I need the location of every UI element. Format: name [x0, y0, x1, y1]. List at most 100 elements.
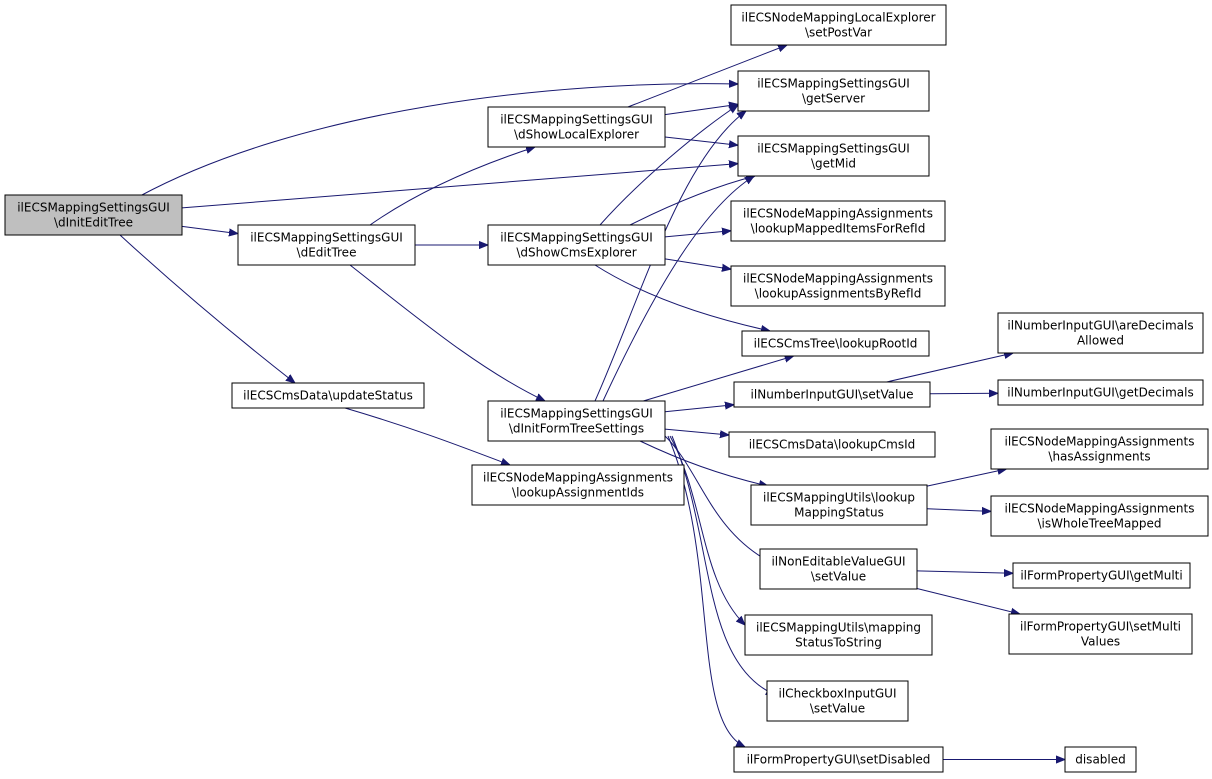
edge-nonEditSetValue-to-getMulti	[916, 571, 1013, 573]
node-label: \dShowLocalExplorer	[514, 128, 639, 142]
node-label: ilECSCmsData\updateStatus	[243, 389, 413, 403]
node-label: ilCheckboxInputGUI	[779, 687, 897, 701]
node-label: ilECSNodeMappingAssignments	[743, 207, 933, 221]
node-lookupMapped[interactable]: ilECSNodeMappingAssignments\lookupMapped…	[730, 200, 946, 242]
node-box	[487, 400, 666, 442]
node-label: ilECSMappingSettingsGUI	[250, 231, 403, 245]
node-getMulti[interactable]: ilFormPropertyGUI\getMulti	[1012, 562, 1191, 589]
node-label: ilFormPropertyGUI\setMulti	[1020, 620, 1181, 634]
node-label: ilECSMappingSettingsGUI	[17, 201, 170, 215]
edge-initForm-to-checkboxSetValue	[671, 435, 775, 695]
edge-root-to-getServer	[139, 84, 738, 197]
node-label: ilECSMappingSettingsGUI	[500, 407, 653, 421]
edges-layer	[119, 45, 1065, 760]
edge-showLocal-to-setPostVar	[627, 45, 787, 108]
node-box	[750, 484, 928, 526]
node-label: ilECSNodeMappingLocalExplorer	[741, 11, 935, 25]
node-label: ilECSMappingSettingsGUI	[500, 231, 653, 245]
node-checkboxSetValue[interactable]: ilCheckboxInputGUI\setValue	[766, 680, 909, 722]
node-getDecimals[interactable]: ilNumberInputGUI\getDecimals	[997, 379, 1204, 406]
node-label: Allowed	[1077, 334, 1124, 348]
edge-editTree-to-showLocal	[369, 147, 535, 226]
edge-initForm-to-lookupCmsId	[664, 428, 729, 435]
node-label: disabled	[1075, 753, 1126, 767]
edge-initForm-to-statusToString	[669, 435, 745, 625]
node-getServer[interactable]: ilECSMappingSettingsGUI\getServer	[737, 70, 930, 112]
node-lookupRootId[interactable]: ilECSCmsTree\lookupRootId	[741, 330, 930, 357]
edge-root-to-editTree	[181, 225, 238, 233]
node-label: ilECSMappingSettingsGUI	[757, 77, 910, 91]
edge-editTree-to-initForm	[349, 264, 545, 401]
node-isWholeTree[interactable]: ilECSNodeMappingAssignments\isWholeTreeM…	[990, 495, 1209, 537]
node-showCms[interactable]: ilECSMappingSettingsGUI\dShowCmsExplorer	[487, 224, 666, 266]
node-editTree[interactable]: ilECSMappingSettingsGUI\dEditTree	[237, 224, 416, 266]
node-box	[733, 381, 931, 408]
node-box	[730, 200, 946, 242]
node-label: ilECSMappingUtils\mapping	[756, 621, 921, 635]
edge-showCms-to-getServer	[599, 105, 738, 226]
node-lookupAssignIds[interactable]: ilECSNodeMappingAssignments\lookupAssign…	[471, 464, 685, 506]
edge-initForm-to-getMid	[602, 176, 754, 402]
node-numSetValue[interactable]: ilNumberInputGUI\setValue	[733, 381, 931, 408]
edge-showCms-to-lookupRootId	[594, 264, 770, 331]
node-box	[733, 746, 944, 773]
node-label: \hasAssignments	[1048, 450, 1150, 464]
node-label: StatusToString	[795, 636, 882, 650]
node-updateStatus[interactable]: ilECSCmsData\updateStatus	[231, 382, 425, 409]
node-box	[766, 680, 909, 722]
node-label: \getMid	[811, 157, 856, 171]
node-setDisabled[interactable]: ilFormPropertyGUI\setDisabled	[733, 746, 944, 773]
node-box	[728, 431, 936, 458]
node-label: ilNumberInputGUI\setValue	[751, 388, 914, 402]
node-label: ilNumberInputGUI\areDecimals	[1007, 319, 1193, 333]
edge-root-to-getMid	[181, 164, 738, 209]
node-box	[990, 495, 1209, 537]
edge-initForm-to-setDisabled	[667, 435, 745, 747]
node-hasAssignments[interactable]: ilECSNodeMappingAssignments\hasAssignmen…	[990, 428, 1209, 470]
node-box	[730, 4, 947, 46]
node-label: \lookupMappedItemsForRefId	[751, 222, 926, 236]
node-label: \setPostVar	[805, 26, 872, 40]
node-box	[741, 330, 930, 357]
node-label: \setValue	[810, 702, 865, 716]
edge-updateStatus-to-lookupAssignIds	[344, 407, 510, 465]
node-box	[997, 312, 1204, 354]
node-label: \lookupAssignmentsByRefId	[755, 287, 922, 301]
node-lookupCmsId[interactable]: ilECSCmsData\lookupCmsId	[728, 431, 936, 458]
node-box	[730, 265, 946, 307]
node-getMid[interactable]: ilECSMappingSettingsGUI\getMid	[737, 135, 930, 177]
node-box	[1012, 562, 1191, 589]
node-label: ilECSCmsData\lookupCmsId	[749, 438, 916, 452]
node-showLocal[interactable]: ilECSMappingSettingsGUI\dShowLocalExplor…	[487, 106, 666, 148]
node-initForm[interactable]: ilECSMappingSettingsGUI\dInitFormTreeSet…	[487, 400, 666, 442]
node-label: ilECSMappingSettingsGUI	[757, 142, 910, 156]
node-label: \getServer	[802, 92, 865, 106]
node-label: ilECSMappingUtils\lookup	[763, 491, 915, 505]
node-nonEditSetValue[interactable]: ilNonEditableValueGUI\setValue	[759, 548, 918, 590]
edge-showCms-to-lookupAssignByRef	[664, 258, 731, 269]
node-label: ilECSCmsTree\lookupRootId	[754, 337, 918, 351]
node-label: ilFormPropertyGUI\getMulti	[1020, 569, 1182, 583]
node-box	[487, 106, 666, 148]
node-lookupAssignByRef[interactable]: ilECSNodeMappingAssignments\lookupAssign…	[730, 265, 946, 307]
node-root[interactable]: ilECSMappingSettingsGUI\dInitEditTree	[4, 194, 183, 236]
node-disabled[interactable]: disabled	[1064, 746, 1137, 773]
node-label: \dShowCmsExplorer	[516, 246, 636, 260]
edge-lookupMappingStatus-to-hasAssignments	[926, 469, 1007, 487]
node-box	[231, 382, 425, 409]
node-setPostVar[interactable]: ilECSNodeMappingLocalExplorer\setPostVar	[730, 4, 947, 46]
node-box	[1008, 613, 1193, 655]
node-box	[997, 379, 1204, 406]
edge-numSetValue-to-areDecimals	[886, 353, 1014, 383]
node-label: \isWholeTreeMapped	[1037, 517, 1161, 531]
node-label: \lookupAssignmentIds	[512, 486, 644, 500]
node-box	[759, 548, 918, 590]
node-box	[744, 614, 933, 656]
node-label: \dEditTree	[297, 246, 357, 260]
edge-showCms-to-lookupMapped	[664, 231, 731, 238]
